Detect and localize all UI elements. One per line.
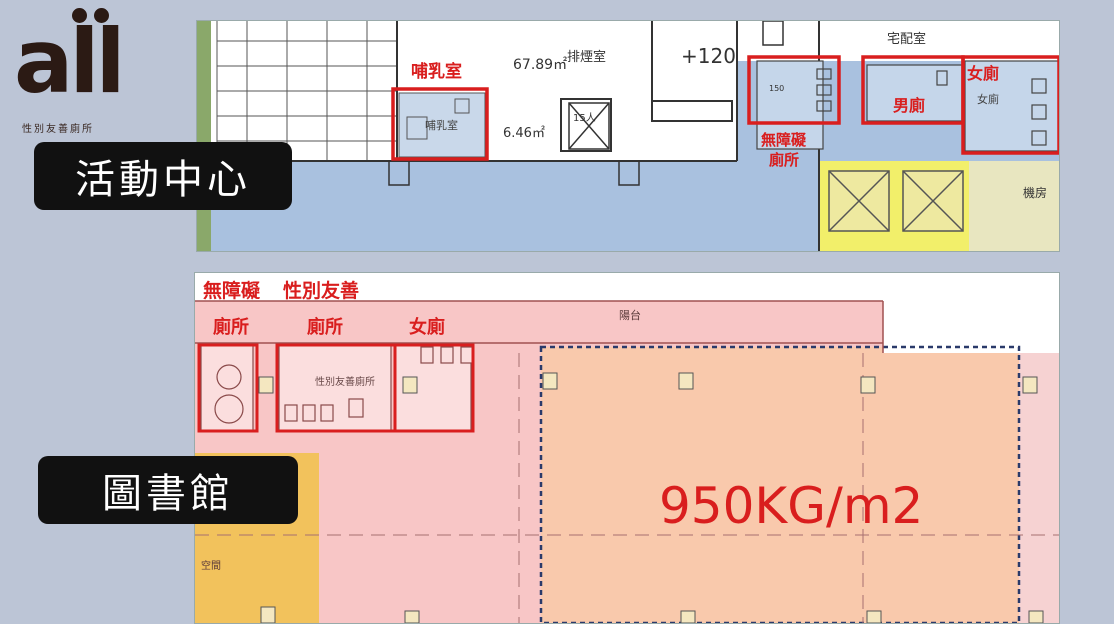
library-label: 圖書館 [38,456,298,524]
elevator-capacity-label: 15人 [573,112,596,124]
womens-restroom-highlight [961,55,1059,155]
activity-center-floor-plan: 哺乳室 哺乳室 67.89㎡ 排煙室 +120 6.46㎡ 15人 宅配室 15… [196,20,1060,252]
accessible-column-label: 廁所 [213,316,249,338]
womens-restroom-highlight [393,343,475,433]
area-label: 67.89㎡ [513,57,567,73]
highlight-boxes [391,55,1059,161]
grid-lines [195,353,1059,623]
orange-zone [541,347,1019,623]
nursing-room-highlight [391,87,489,161]
hatch-strip [197,21,211,251]
nursing-room-label: 哺乳室 [411,61,462,82]
restroom-fixtures [756,60,1059,152]
parcel-room-label: 宅配室 [887,31,926,47]
smoke-room-label: 排煙室 [567,49,606,65]
nursing-room-plan-label: 哺乳室 [425,118,458,132]
accessible-restroom-highlight [747,55,841,125]
library-floor-plan: 無障礙 性別友善 廁所 廁所 女廁 性別友善廁所 陽台 空間 950KG/m2 [194,272,1060,624]
walls [195,300,884,353]
gender-friendly-plan-label: 性別友善廁所 [315,375,375,388]
logo-dot [94,8,109,23]
lift-shafts [828,170,964,232]
logo-word: all [14,10,126,113]
accessible-label-line2: 廁所 [769,151,799,169]
elevation-label: +120 [681,44,736,68]
pillars [388,21,784,186]
womens-column-label: 女廁 [409,316,445,338]
white-gap [883,301,1059,353]
balcony-label: 陽台 [619,308,641,322]
womens-plan-label: 女廁 [977,92,999,106]
highlight-boxes [197,343,475,433]
logo-dot [72,8,87,23]
area-label: 6.46㎡ [503,126,545,141]
yellow-zone [969,161,1059,251]
brand-logo: all 性別友善廁所 [14,8,134,138]
dashed-boundary [539,345,1021,623]
mens-label: 男廁 [893,96,925,115]
accessible-title: 無障礙 [203,279,261,302]
machine-room-label: 機房 [1023,185,1047,200]
nursing-room-fixtures [398,92,486,158]
fixture-number: 150 [769,84,784,93]
stair-lines [216,21,398,161]
column-markers [258,372,1044,623]
logo-subtitle: 性別友善廁所 [22,124,94,135]
elevator-shaft [568,102,610,150]
load-capacity-label: 950KG/m2 [659,477,923,535]
accessible-label-line1: 無障礙 [761,131,807,149]
womens-label: 女廁 [967,64,999,83]
activity-center-label: 活動中心 [34,142,292,210]
restroom-fixtures [200,344,474,432]
walls [211,21,820,251]
gender-friendly-title: 性別友善 [283,279,359,302]
accessible-restroom-highlight [197,343,259,433]
area-note-label: 空間 [201,559,221,572]
gender-friendly-column-label: 廁所 [307,316,343,338]
